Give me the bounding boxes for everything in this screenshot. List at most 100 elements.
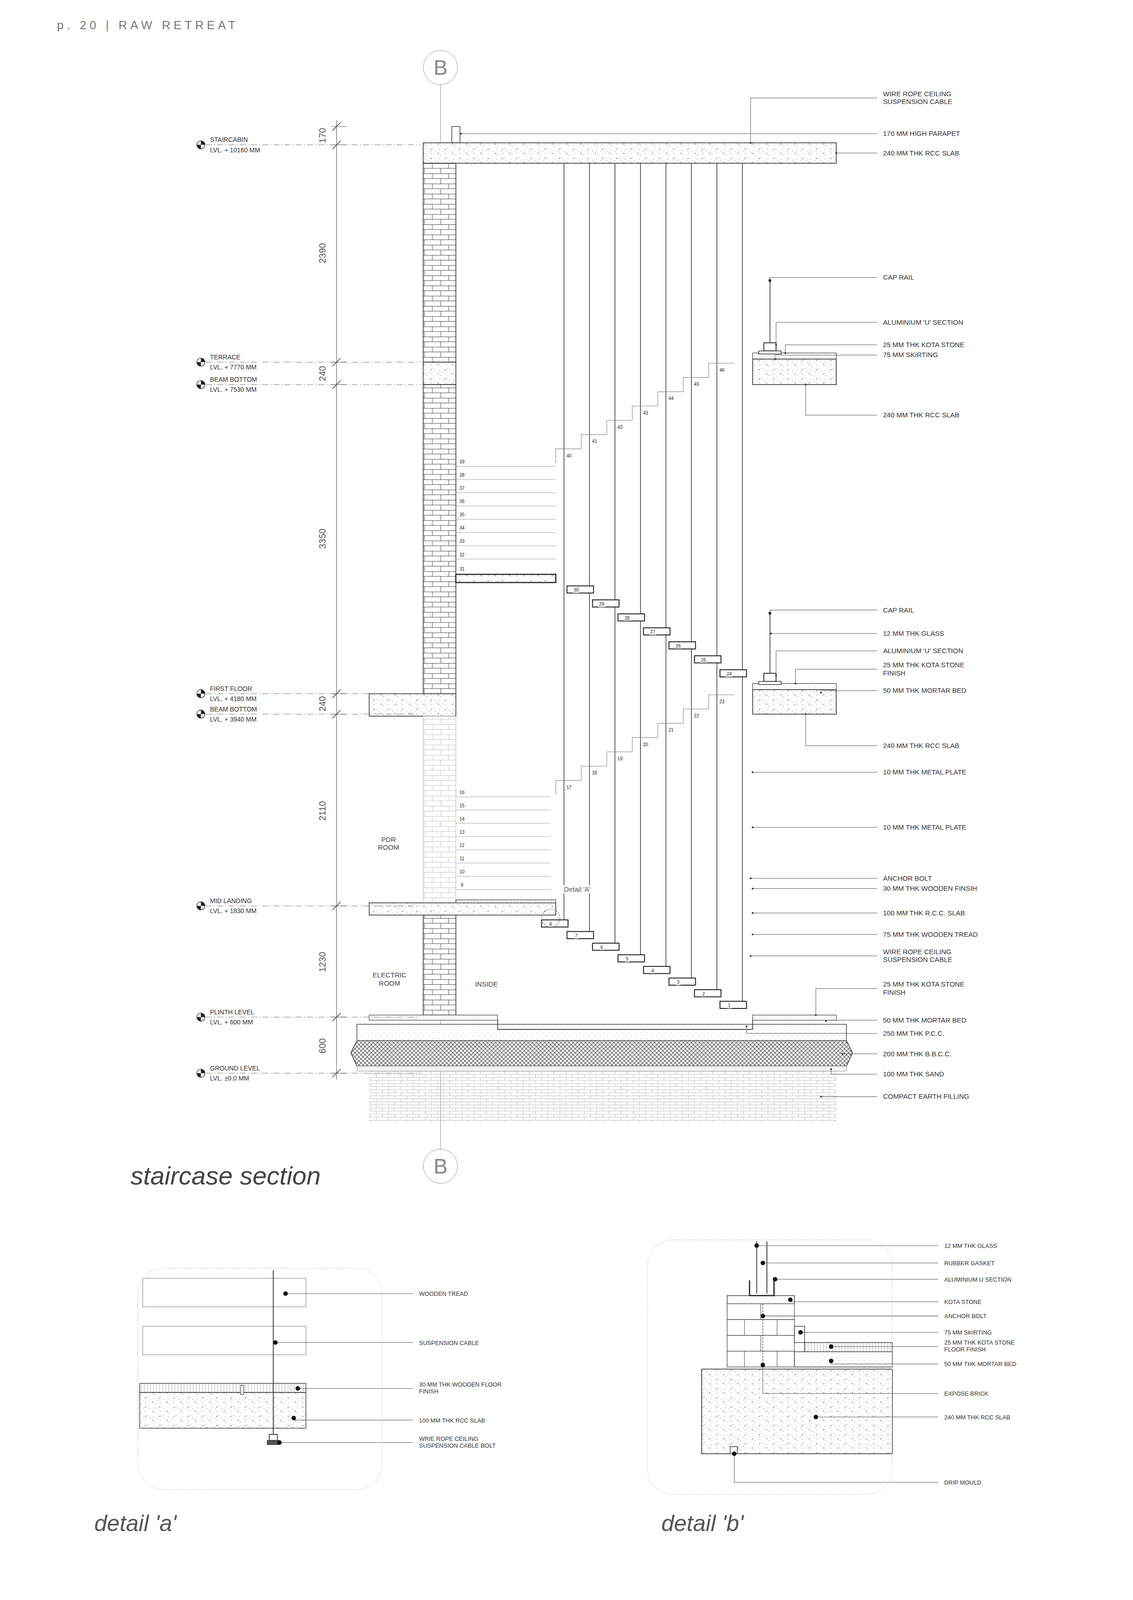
level-symbol-fill — [196, 384, 202, 389]
rcc-slab-hatch — [423, 142, 837, 164]
dimension-extension — [331, 144, 347, 145]
dimension-line — [336, 120, 337, 1080]
step-number-anchor: 30 — [572, 584, 580, 594]
riser-line — [455, 862, 551, 864]
callout: 240 MM THK RCC SLAB — [882, 148, 961, 157]
detail-callout-anchor: ANCHOR BOLT — [943, 1311, 988, 1320]
callout: 75 MM THK WOODEN TREAD — [882, 930, 979, 938]
leader-line — [815, 988, 877, 1015]
leader-line — [750, 98, 877, 143]
level-name-anchor: STAIRCABIN — [209, 135, 249, 144]
callout: CAP RAIL — [882, 605, 916, 614]
level-line — [206, 1072, 421, 1074]
wooden-finish — [455, 899, 556, 903]
hanging-tread — [592, 599, 620, 607]
callout: 50 MM THK MORTAR BED — [882, 686, 968, 694]
callout-anchor: 50 MM THK MORTAR BED — [882, 1015, 968, 1025]
expose-brick — [727, 1350, 795, 1367]
leader-dot — [751, 887, 754, 890]
detail-callout-anchor: WOODEN TREAD — [418, 1288, 469, 1298]
callout-anchor: 170 MM HIGH PARAPET — [882, 129, 962, 138]
step-number-anchor: 44 — [667, 393, 675, 402]
level-symbol-fill — [201, 380, 206, 385]
leader-dot — [751, 770, 754, 773]
level-symbol-fill — [196, 693, 202, 698]
step-number: 15 — [458, 802, 466, 809]
grid-label: B — [433, 1155, 448, 1177]
step-number: 23 — [718, 698, 726, 704]
level-symbol-fill — [196, 1016, 202, 1021]
callout-anchor: 50 MM THK MORTAR BED — [882, 686, 968, 695]
dimension-extension — [331, 693, 347, 694]
leader-line — [821, 1096, 878, 1097]
glass-railing — [769, 614, 771, 674]
riser-line — [455, 796, 551, 797]
hanging-tread — [541, 919, 569, 927]
leader-line — [752, 888, 878, 889]
step-number-anchor: 32 — [458, 549, 466, 558]
dimension-anchor: 2390 — [316, 241, 328, 264]
wooden-finish-hatch — [455, 899, 556, 903]
anchor-bolt — [762, 1303, 764, 1363]
leader-line — [831, 1360, 939, 1364]
suspension-cable — [272, 1269, 274, 1439]
leader-line — [836, 152, 877, 154]
step-number: 12 — [458, 842, 466, 849]
leader-line — [821, 690, 878, 693]
dimension-extension — [331, 384, 347, 385]
detail-callout: RUBBER GASKET — [943, 1259, 996, 1267]
leader-line — [775, 1278, 939, 1279]
pcc-layer — [356, 1024, 847, 1041]
callout-anchor: 25 MM THK KOTA STONE FINISH — [882, 660, 983, 678]
leader-dot — [794, 682, 797, 685]
leader-line — [752, 912, 878, 913]
step-number: 7 — [574, 932, 579, 939]
detail-heading: detail 'b' — [661, 1510, 744, 1536]
leader-line — [805, 384, 878, 415]
leader-dot — [784, 351, 787, 354]
dimension: 1230 — [316, 950, 328, 973]
level-value-anchor: LVL. ±0.0 MM — [209, 1073, 251, 1082]
leader-line — [831, 1068, 878, 1074]
level-value-anchor: LVL. + 10160 MM — [209, 145, 262, 155]
u-section — [749, 1279, 775, 1296]
wooden-floor-finish — [139, 1382, 306, 1392]
dimension-extension — [331, 126, 347, 127]
hanging-tread — [719, 669, 747, 677]
leader-dot — [770, 632, 772, 635]
step-number-anchor: 8 — [548, 918, 554, 927]
step-number: 28 — [623, 615, 631, 621]
leader-dot — [295, 1385, 301, 1391]
step-number: 33 — [458, 538, 466, 544]
leader-line — [293, 1417, 414, 1420]
step-number-anchor: 28 — [623, 612, 631, 621]
parapet — [451, 126, 461, 143]
leader-line — [762, 1364, 939, 1394]
room-label: PDR ROOM — [374, 835, 403, 852]
tread-outline — [142, 1277, 306, 1307]
step-number-anchor: 25 — [700, 654, 708, 663]
step-number: 35 — [458, 512, 466, 518]
hanging-tread — [668, 641, 696, 649]
leader-dot — [775, 343, 777, 346]
step-number: 30 — [572, 587, 580, 593]
level-symbol-fill — [196, 713, 202, 719]
terrace-slab — [752, 358, 837, 385]
level-name-anchor: MID LANDING — [209, 896, 254, 905]
step-number: 26 — [674, 643, 682, 649]
level-name: FIRST FLOOR — [209, 684, 254, 693]
level-value: LVL. + 3940 MM — [209, 715, 258, 723]
grid-label: B — [433, 56, 448, 78]
step-number: 22 — [693, 713, 700, 719]
level-value: LVL. + 10160 MM — [209, 146, 262, 154]
step-number: 18 — [590, 770, 598, 776]
level-symbol-fill — [196, 362, 202, 367]
detail-callout: 75 MM SKIRTING — [943, 1329, 994, 1336]
detail-callout: WRIE ROPE CEILING SUSPENSION CABLE BOLT — [418, 1435, 510, 1449]
step-number-anchor: 10 — [458, 866, 466, 875]
callout-anchor: CAP RAIL — [882, 605, 916, 614]
step-number: 16 — [458, 789, 466, 795]
detail-callout: 25 MM THK KOTA STONE FLOOR FINISH — [943, 1339, 1030, 1353]
brick-wall-pale — [423, 715, 456, 903]
